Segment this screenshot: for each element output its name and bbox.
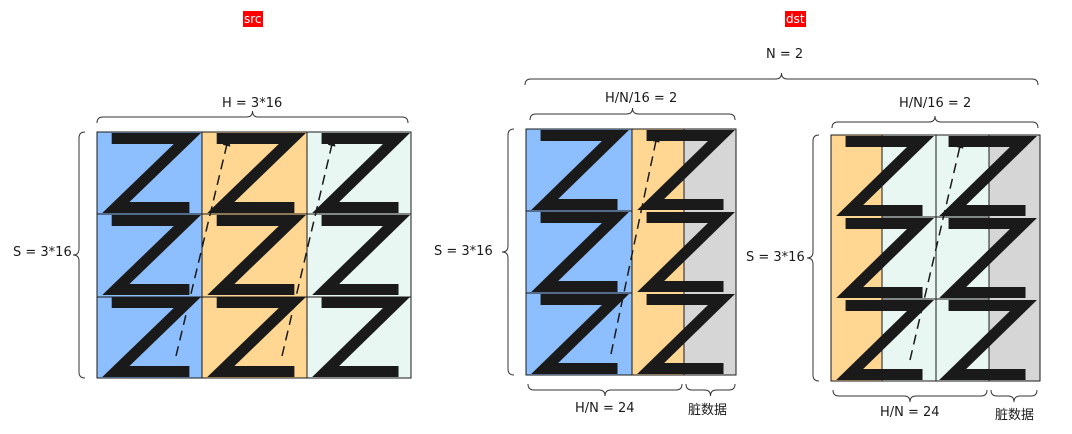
- src-z-mid: [312, 215, 410, 295]
- dst-n-label: N = 2: [766, 47, 804, 62]
- src-tag: src: [243, 11, 263, 27]
- dst-block2-bottom-label: H/N = 24: [880, 405, 940, 420]
- dst1-height-brace: [501, 128, 515, 376]
- dst2-z-left: [836, 218, 934, 298]
- src-dashed-arrow-1: [175, 138, 231, 357]
- dst1-width-brace: [529, 107, 736, 121]
- dst2-dashed-arrow: [909, 140, 964, 361]
- dst1-z-orange: [637, 294, 735, 374]
- dst2-z-left: [836, 300, 934, 380]
- dst-block2-width-label: H/N/16 = 2: [899, 96, 972, 111]
- z-order-layer: [102, 130, 1037, 380]
- dst1-dashed-arrow: [610, 134, 660, 355]
- dst2-dirty-brace: [990, 389, 1038, 403]
- src-z-top: [312, 133, 410, 213]
- dst1-cell-orange: [631, 128, 685, 376]
- dst2-cell-dirty: [988, 134, 1041, 382]
- src-height-brace: [72, 131, 86, 379]
- src-z-top: [207, 133, 306, 213]
- dst1-z-blue: [531, 212, 629, 292]
- dst-n-brace: [524, 72, 1039, 86]
- dst-block1-bottom-label: H/N = 24: [575, 401, 635, 416]
- src-dashed-arrow-2: [281, 138, 336, 357]
- src-z-bot: [102, 297, 201, 377]
- dst1-z-orange: [637, 212, 735, 292]
- src-z-mid: [207, 215, 306, 295]
- dst-block1-width-label: H/N/16 = 2: [605, 91, 678, 106]
- dst2-z-right: [939, 218, 1037, 298]
- dst2-z-right: [939, 136, 1037, 216]
- src-width-brace: [96, 110, 409, 124]
- dst2-bottom-brace: [832, 389, 988, 403]
- src-z-bot: [312, 297, 410, 377]
- dst-block1-height-label: S = 3*16: [434, 244, 493, 259]
- arrows-layer: [175, 134, 964, 361]
- src-height-label: S = 3*16: [13, 245, 72, 260]
- src-width-label: H = 3*16: [222, 96, 283, 111]
- dst1-z-orange: [637, 130, 735, 210]
- dst1-dirty-brace: [685, 383, 736, 397]
- dst-block2-height-label: S = 3*16: [746, 250, 805, 265]
- dst-block1-dirty-label: 脏数据: [688, 403, 728, 418]
- dst2-z-right: [939, 300, 1037, 380]
- src-z-top: [102, 133, 201, 213]
- dst-tag: dst: [785, 11, 806, 27]
- dst2-z-left: [836, 136, 934, 216]
- dst-block2-dirty-label: 脏数据: [995, 408, 1035, 423]
- braces-layer: [72, 72, 1039, 403]
- dst1-z-blue: [531, 130, 629, 210]
- src-z-bot: [207, 297, 306, 377]
- src-z-mid: [102, 215, 201, 295]
- dst1-bottom-brace: [527, 383, 683, 397]
- dst2-width-brace: [831, 115, 1039, 129]
- dst1-z-blue: [531, 294, 629, 374]
- dst2-height-brace: [806, 134, 820, 382]
